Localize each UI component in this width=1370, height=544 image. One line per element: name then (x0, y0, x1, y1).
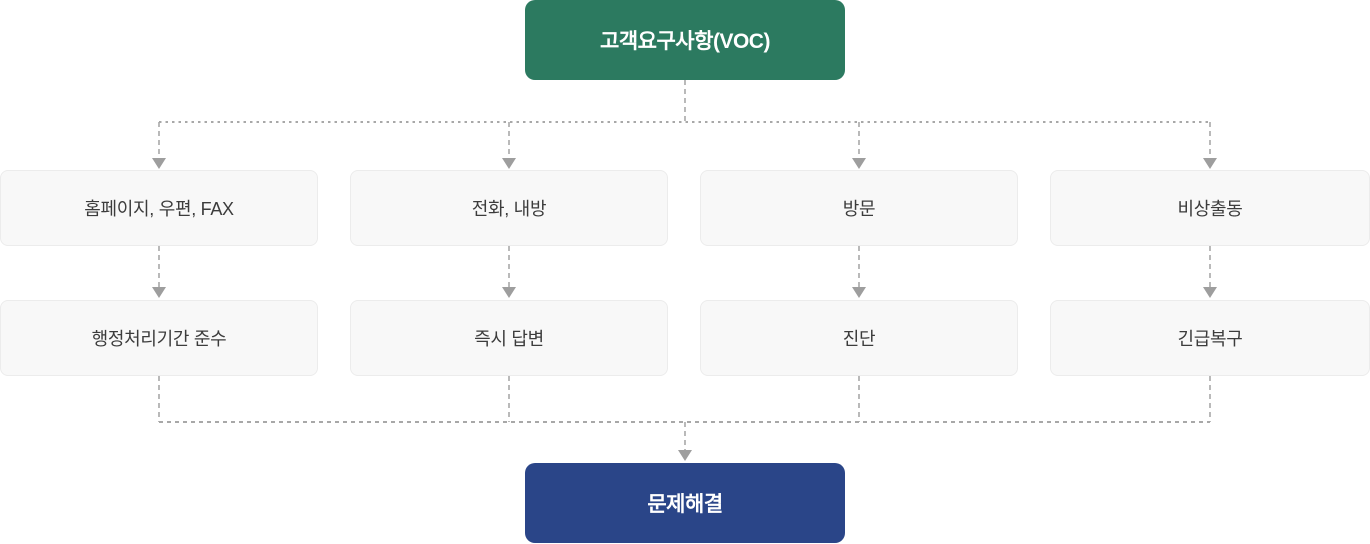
arrow-down-icon (152, 158, 166, 169)
arrow-down-icon (852, 158, 866, 169)
flow-node-channel-phone-visit: 전화, 내방 (350, 170, 668, 246)
flow-node-problem-solved: 문제해결 (525, 463, 845, 543)
arrow-down-icon (1203, 158, 1217, 169)
arrow-down-icon (678, 450, 692, 461)
arrow-down-icon (152, 287, 166, 298)
flow-node-response-emergency-recovery: 긴급복구 (1050, 300, 1370, 376)
flow-node-channel-emergency-dispatch: 비상출동 (1050, 170, 1370, 246)
flow-node-response-admin-period: 행정처리기간 준수 (0, 300, 318, 376)
arrow-down-icon (502, 158, 516, 169)
arrow-down-icon (502, 287, 516, 298)
flow-node-channel-homepage-mail-fax: 홈페이지, 우편, FAX (0, 170, 318, 246)
arrow-down-icon (852, 287, 866, 298)
flow-node-response-diagnosis: 진단 (700, 300, 1018, 376)
arrow-down-icon (1203, 287, 1217, 298)
flow-node-channel-visit: 방문 (700, 170, 1018, 246)
flow-node-response-immediate-answer: 즉시 답변 (350, 300, 668, 376)
flow-node-voc: 고객요구사항(VOC) (525, 0, 845, 80)
